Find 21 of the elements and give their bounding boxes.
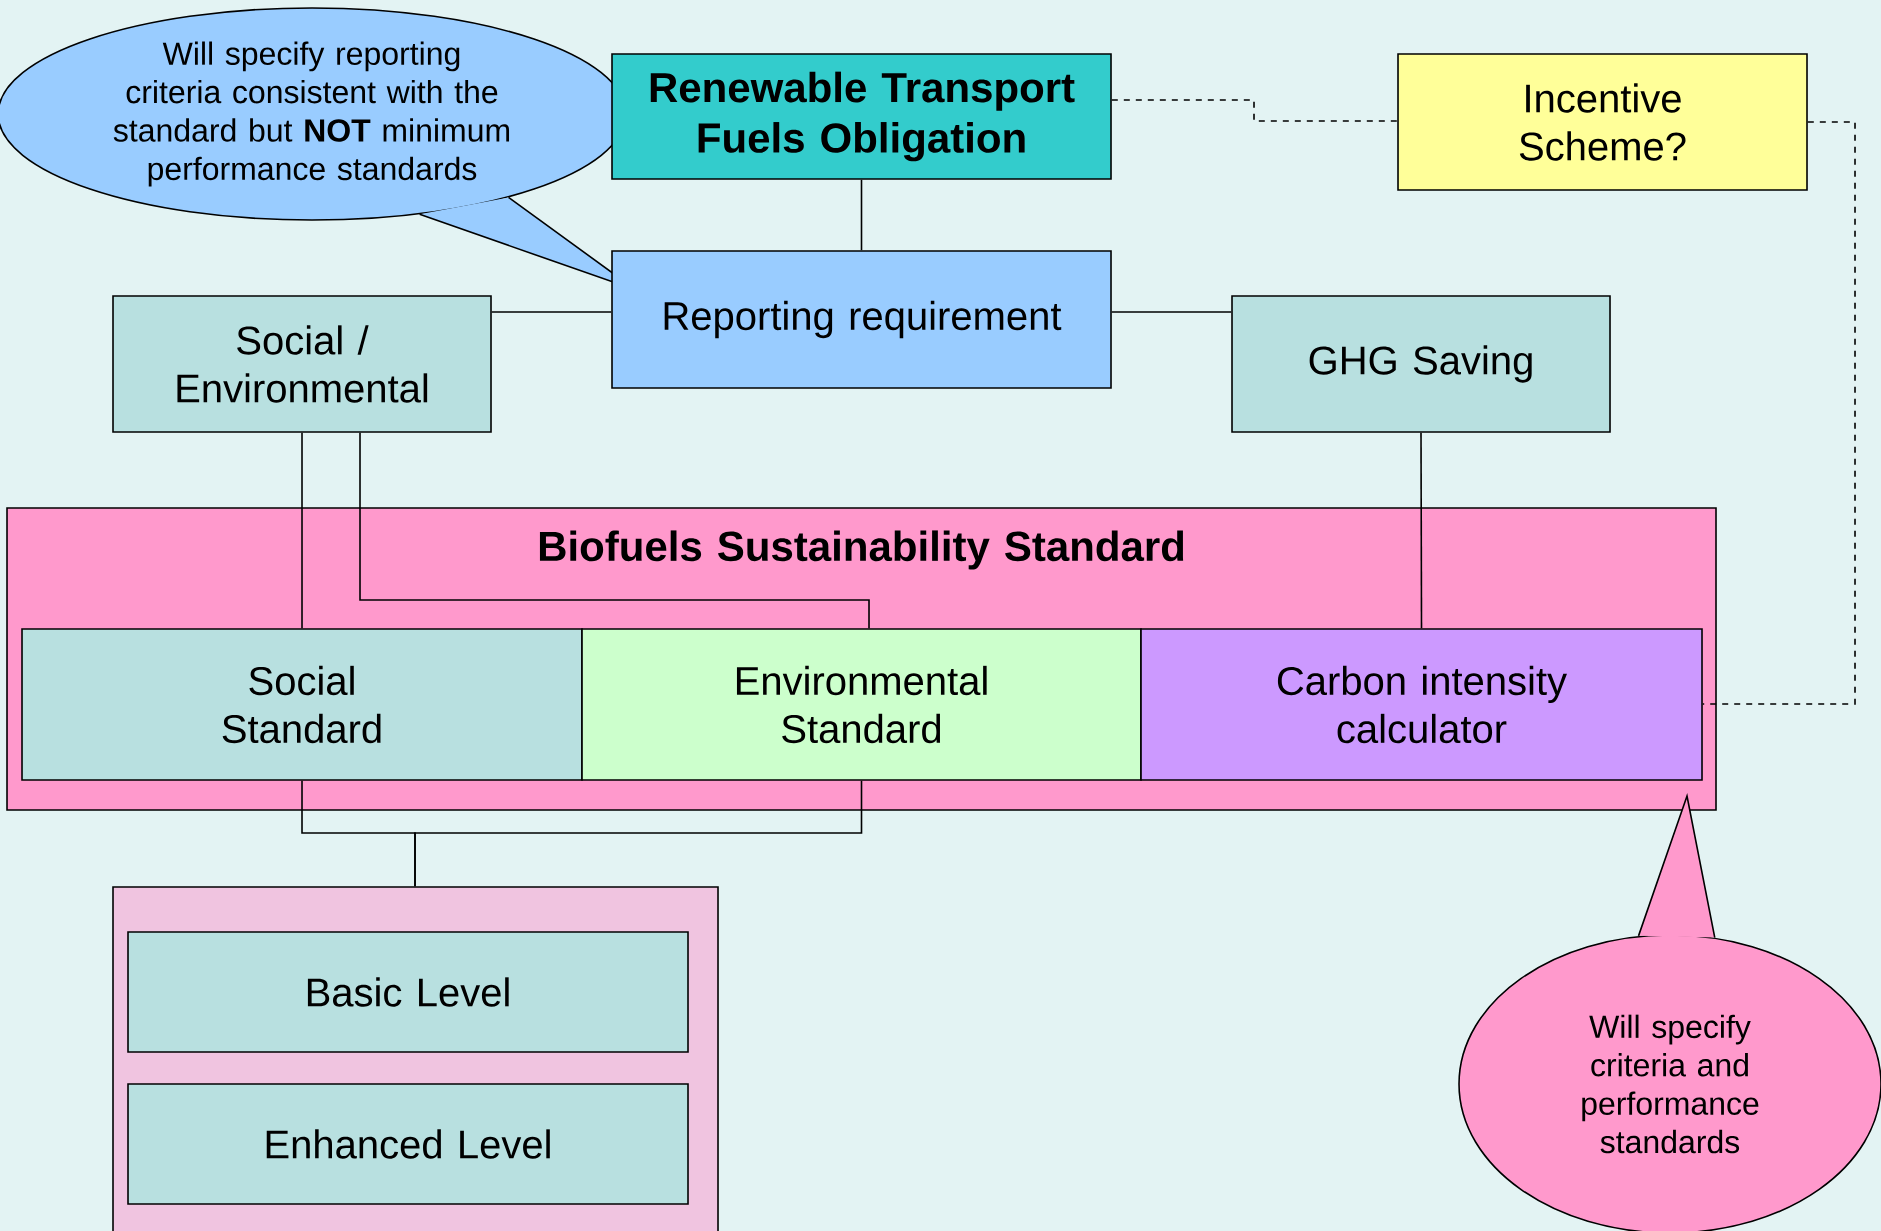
process-box: Basic Level (127, 931, 689, 1053)
process-box: Social Standard (21, 628, 583, 781)
connector-line (1111, 99, 1398, 122)
process-box: Carbon intensity calculator (1140, 628, 1703, 781)
process-box: GHG Saving (1231, 295, 1611, 433)
process-box: Reporting requirement (611, 250, 1112, 389)
connector-line (301, 432, 303, 629)
connector-line (1420, 432, 1423, 629)
connector-line (491, 311, 612, 313)
connector-line (1111, 311, 1232, 313)
process-box: Enhanced Level (127, 1083, 689, 1205)
speech-bubble: Will specify criteria and performance standards (1458, 792, 1881, 1231)
process-box: Environmental Standard (581, 628, 1142, 781)
connector-line (359, 432, 870, 629)
connector-line (414, 780, 863, 887)
connector-line (1702, 121, 1856, 705)
process-box: Incentive Scheme? (1397, 53, 1808, 191)
node-label: Will specify criteria and performance standards (1582, 1014, 1759, 1154)
obligation-box: Renewable Transport Fuels Obligation (611, 53, 1112, 180)
process-box: Social / Environmental (112, 295, 492, 433)
connector-line (860, 179, 863, 251)
